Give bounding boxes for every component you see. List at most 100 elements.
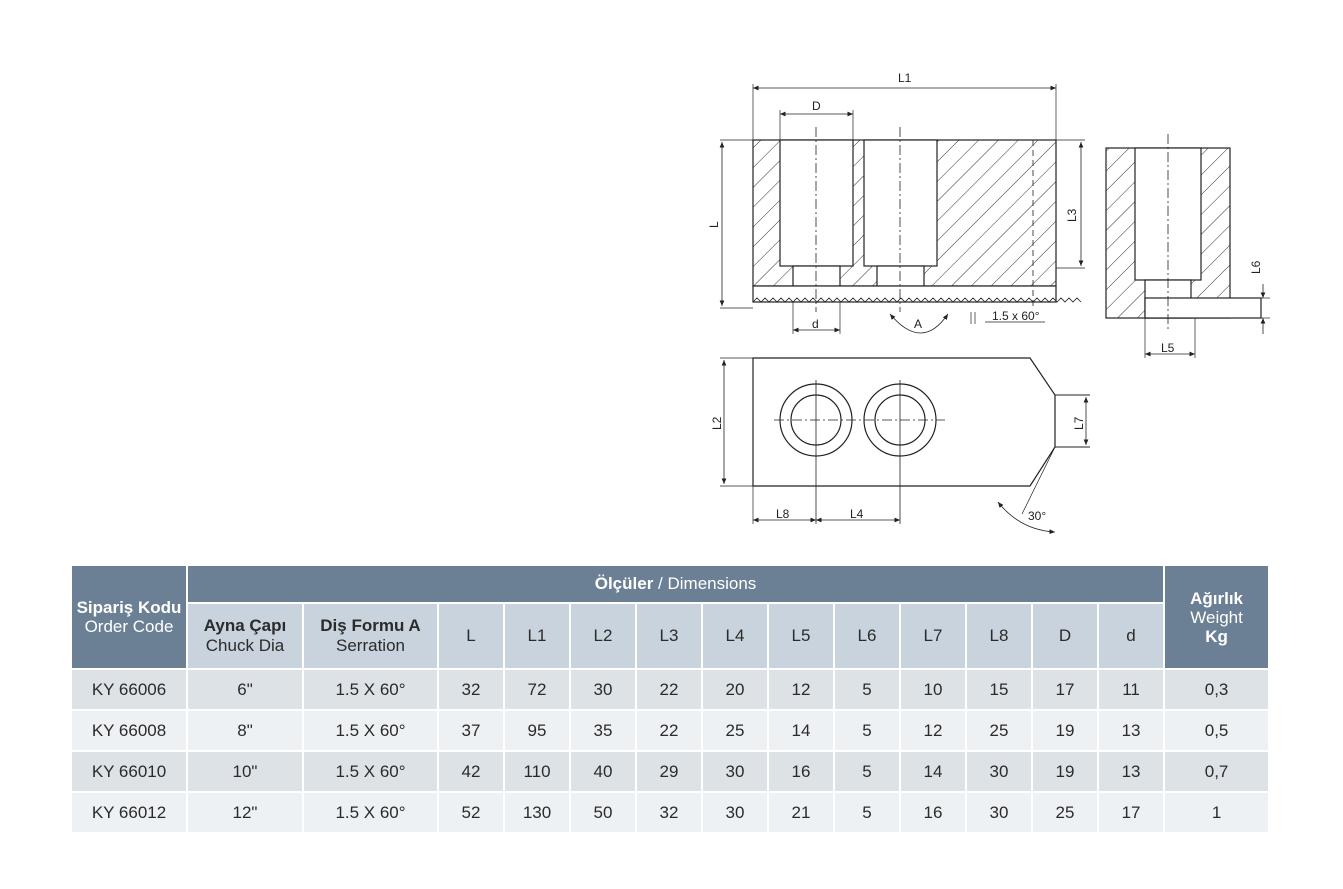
table-cell: 8" bbox=[186, 709, 304, 752]
dim-label-l5: L5 bbox=[1161, 341, 1175, 355]
table-cell: 6" bbox=[186, 668, 304, 711]
table-cell: 20 bbox=[701, 668, 769, 711]
table-cell: 0,5 bbox=[1163, 709, 1271, 752]
table-cell: 1 bbox=[1163, 791, 1271, 834]
table-cell: 130 bbox=[503, 791, 571, 834]
side-section-view bbox=[1105, 134, 1270, 358]
table-cell: 16 bbox=[899, 791, 967, 834]
table-cell: 14 bbox=[767, 709, 835, 752]
table-cell: 5 bbox=[833, 668, 901, 711]
dim-label-l3: L3 bbox=[1065, 208, 1079, 222]
table-cell: 15 bbox=[965, 668, 1033, 711]
table-cell: 110 bbox=[503, 750, 571, 793]
table-cell: 1.5 X 60° bbox=[302, 709, 439, 752]
dim-header-l4: L4 bbox=[701, 602, 769, 670]
dimensions-header: Ölçüler / Dimensions bbox=[185, 564, 1166, 604]
table-cell: 13 bbox=[1096, 750, 1166, 793]
dim-label-l7: L7 bbox=[1072, 416, 1086, 430]
dim-label-l6: L6 bbox=[1249, 260, 1263, 274]
table-cell: 30 bbox=[965, 750, 1033, 793]
dim-header-d: D bbox=[1031, 602, 1099, 670]
table-cell: 22 bbox=[635, 709, 703, 752]
table-cell: 52 bbox=[437, 791, 505, 834]
dim-label-l: L bbox=[707, 221, 721, 228]
table-cell: 10 bbox=[899, 668, 967, 711]
table-cell: 16 bbox=[767, 750, 835, 793]
table-cell: 0,3 bbox=[1163, 668, 1271, 711]
dim-label-d-upper: D bbox=[812, 99, 821, 113]
table-cell: 37 bbox=[437, 709, 505, 752]
dim-header-l1: L1 bbox=[503, 602, 571, 670]
table-cell: KY 66012 bbox=[70, 791, 188, 834]
table-cell: 32 bbox=[635, 791, 703, 834]
table-cell: 50 bbox=[569, 791, 637, 834]
table-cell: 25 bbox=[701, 709, 769, 752]
header-group-row: Sipariş Kodu Order Code Ölçüler / Dimens… bbox=[70, 564, 1271, 670]
table-cell: 25 bbox=[965, 709, 1033, 752]
table-cell: 30 bbox=[569, 668, 637, 711]
dim-label-a: A bbox=[914, 317, 922, 331]
table-cell: 95 bbox=[503, 709, 571, 752]
table-cell: 42 bbox=[437, 750, 505, 793]
dim-header-l6: L6 bbox=[833, 602, 901, 670]
table-cell: 21 bbox=[767, 791, 835, 834]
table-cell: 25 bbox=[1031, 791, 1099, 834]
dim-header-l2: L2 bbox=[569, 602, 637, 670]
table-cell: 19 bbox=[1031, 709, 1099, 752]
table-cell: 72 bbox=[503, 668, 571, 711]
dim-header-d: d bbox=[1096, 602, 1166, 670]
dim-header-l8: L8 bbox=[965, 602, 1033, 670]
table-cell: 32 bbox=[437, 668, 505, 711]
table-cell: 22 bbox=[635, 668, 703, 711]
table-cell: 19 bbox=[1031, 750, 1099, 793]
table-cell: 12 bbox=[767, 668, 835, 711]
table-cell: 5 bbox=[833, 709, 901, 752]
weight-header: Ağırlık Weight Kg bbox=[1163, 564, 1271, 670]
table-cell: 10" bbox=[186, 750, 304, 793]
table-cell: 0,7 bbox=[1163, 750, 1271, 793]
table-cell: 1.5 X 60° bbox=[302, 750, 439, 793]
table-cell: KY 66008 bbox=[70, 709, 188, 752]
dim-header-l7: L7 bbox=[899, 602, 967, 670]
table-cell: 5 bbox=[833, 750, 901, 793]
order-code-header: Sipariş Kodu Order Code bbox=[70, 564, 188, 670]
table-cell: 13 bbox=[1096, 709, 1166, 752]
dim-label-d-lower: d bbox=[812, 317, 819, 331]
top-view bbox=[720, 357, 1090, 535]
spec-table: Sipariş Kodu Order Code Ölçüler / Dimens… bbox=[70, 564, 1271, 834]
table-cell: 35 bbox=[569, 709, 637, 752]
front-section-view bbox=[719, 84, 1085, 334]
table-cell: 1.5 X 60° bbox=[302, 791, 439, 834]
table-cell: 30 bbox=[701, 750, 769, 793]
table-cell: 12" bbox=[186, 791, 304, 834]
technical-drawing: L1 D L L3 d A 1.5 x 60° L5 L6 bbox=[707, 71, 1270, 535]
dim-label-angle: 30° bbox=[1028, 509, 1046, 523]
dim-header-l3: L3 bbox=[635, 602, 703, 670]
table-cell: KY 66006 bbox=[70, 668, 188, 711]
dim-label-l8: L8 bbox=[776, 507, 790, 521]
dim-label-serration: 1.5 x 60° bbox=[992, 309, 1040, 323]
table-cell: 12 bbox=[899, 709, 967, 752]
table-cell: 29 bbox=[635, 750, 703, 793]
dim-header-l5: L5 bbox=[767, 602, 835, 670]
table-cell: 30 bbox=[701, 791, 769, 834]
dim-header-l: L bbox=[437, 602, 505, 670]
table-cell: 40 bbox=[569, 750, 637, 793]
table-cell: 5 bbox=[833, 791, 901, 834]
dim-label-l2: L2 bbox=[710, 416, 724, 430]
dim-label-l4: L4 bbox=[850, 507, 864, 521]
table-cell: 30 bbox=[965, 791, 1033, 834]
dim-label-l1: L1 bbox=[898, 71, 912, 85]
table-cell: 11 bbox=[1096, 668, 1166, 711]
table-cell: 17 bbox=[1031, 668, 1099, 711]
table-cell: 14 bbox=[899, 750, 967, 793]
table-cell: 17 bbox=[1096, 791, 1166, 834]
